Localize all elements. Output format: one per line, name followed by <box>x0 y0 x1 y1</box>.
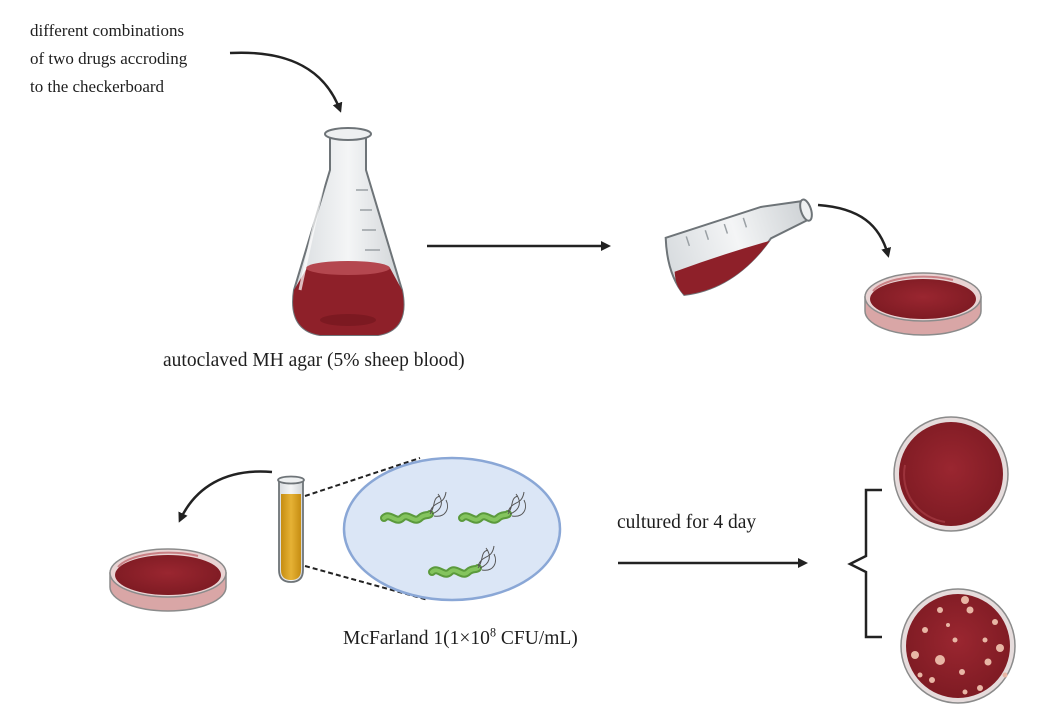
test-tube-icon <box>277 475 305 583</box>
curved-arrow-tube-to-dish <box>178 470 273 523</box>
mcfarland-caption: McFarland 1(1×108 CFU/mL) <box>343 625 578 650</box>
zoom-line-top <box>304 457 421 497</box>
bacterial-colonies <box>911 596 1008 695</box>
petri-dish-colonies-icon <box>900 588 1016 704</box>
note-line-3: to the checkerboard <box>30 77 165 96</box>
note-line-2: of two drugs accroding <box>30 49 188 68</box>
curved-arrow-note-to-flask <box>229 51 343 113</box>
mcfarland-exponent: 8 <box>489 625 496 640</box>
magnifier-lens-icon <box>342 456 562 602</box>
agar-caption: autoclaved MH agar (5% sheep blood) <box>163 350 465 371</box>
note-text: different combinations of two drugs accr… <box>30 17 187 101</box>
note-line-1: different combinations <box>30 21 185 40</box>
erlenmeyer-flask-icon <box>292 127 405 336</box>
petri-dish-no-growth-icon <box>893 416 1009 532</box>
curved-arrow-pour-to-dish <box>817 203 892 258</box>
mcfarland-prefix: McFarland 1(1×10 <box>343 628 490 649</box>
petri-dish-poured-icon <box>864 272 982 336</box>
tilted-flask-icon <box>664 198 813 296</box>
culture-caption: cultured for 4 day <box>617 512 757 533</box>
curly-brace-icon <box>847 488 882 639</box>
petri-dish-inoculated-icon <box>109 548 227 612</box>
mcfarland-suffix: CFU/mL) <box>495 628 578 649</box>
